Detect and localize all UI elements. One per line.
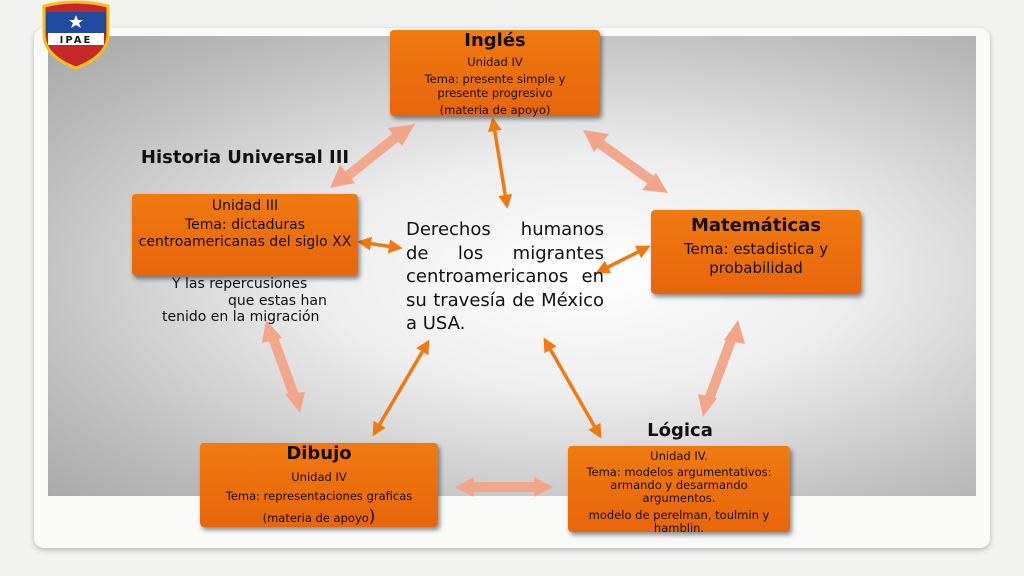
node-historia-extra-3: tenido en la migración bbox=[162, 309, 320, 325]
arrow-dibujo-historia bbox=[267, 333, 300, 400]
node-dibujo-note-line: (materia de apoyo) bbox=[200, 507, 438, 527]
node-logica-unit: Unidad IV. bbox=[650, 449, 708, 463]
arrow-matematicas-logica bbox=[703, 333, 738, 404]
node-ingles: Inglés Unidad IV Tema: presente simple y… bbox=[390, 30, 600, 117]
node-historia-title: Historia Universal III bbox=[140, 147, 350, 168]
node-matematicas-topic: Tema: estadistica y probabilidad bbox=[683, 240, 829, 277]
node-dibujo-unit: Unidad IV bbox=[291, 470, 347, 484]
arrow-ingles-matematicas bbox=[592, 135, 658, 188]
arrow-matematicas-center bbox=[595, 245, 651, 274]
node-logica-title: Lógica bbox=[647, 420, 713, 441]
node-logica-topic: Tema: modelos argumentativos: armando y … bbox=[586, 465, 772, 505]
node-matematicas-title: Matemáticas bbox=[690, 215, 822, 236]
node-ingles-unit: Unidad IV bbox=[467, 55, 523, 69]
arrow-logica-center bbox=[543, 337, 602, 439]
node-historia-unit: Unidad III bbox=[211, 198, 279, 214]
arrow-dibujo-center bbox=[372, 339, 430, 437]
node-historia-extra-1: Y las repercusiones bbox=[172, 276, 308, 292]
node-matematicas: Matemáticas Tema: estadistica y probabil… bbox=[651, 210, 861, 294]
node-dibujo-note: (materia de apoyo bbox=[262, 511, 369, 525]
logo-text: IPAE bbox=[60, 35, 93, 46]
node-ingles-topic: Tema: presente simple y presente progres… bbox=[424, 72, 566, 100]
node-ingles-title: Inglés bbox=[464, 30, 526, 51]
node-logica: Unidad IV. Tema: modelos argumentativos:… bbox=[568, 446, 790, 535]
node-ingles-note: (materia de apoyo) bbox=[439, 103, 551, 117]
node-historia-extra-2: que estas han bbox=[228, 293, 327, 309]
center-topic: Derechos humanos de los migrantes centro… bbox=[406, 219, 604, 334]
arrow-historia-center bbox=[357, 236, 403, 254]
node-historia: Unidad III Tema: dictaduras centroameric… bbox=[132, 194, 358, 276]
node-dibujo-note-paren: ) bbox=[368, 507, 376, 527]
node-dibujo-topic: Tema: representaciones graficas bbox=[225, 489, 413, 503]
arrow-historia-ingles bbox=[341, 130, 404, 182]
node-logica-models: modelo de perelman, toulmin y hamblin. bbox=[588, 508, 770, 535]
arrow-ingles-center bbox=[487, 117, 513, 209]
node-dibujo: Dibujo Unidad IV Tema: representaciones … bbox=[200, 443, 438, 527]
node-dibujo-title: Dibujo bbox=[286, 443, 352, 464]
shield-logo: IPAE bbox=[42, 0, 110, 70]
node-historia-topic: Tema: dictaduras centroamericanas del si… bbox=[138, 217, 352, 250]
